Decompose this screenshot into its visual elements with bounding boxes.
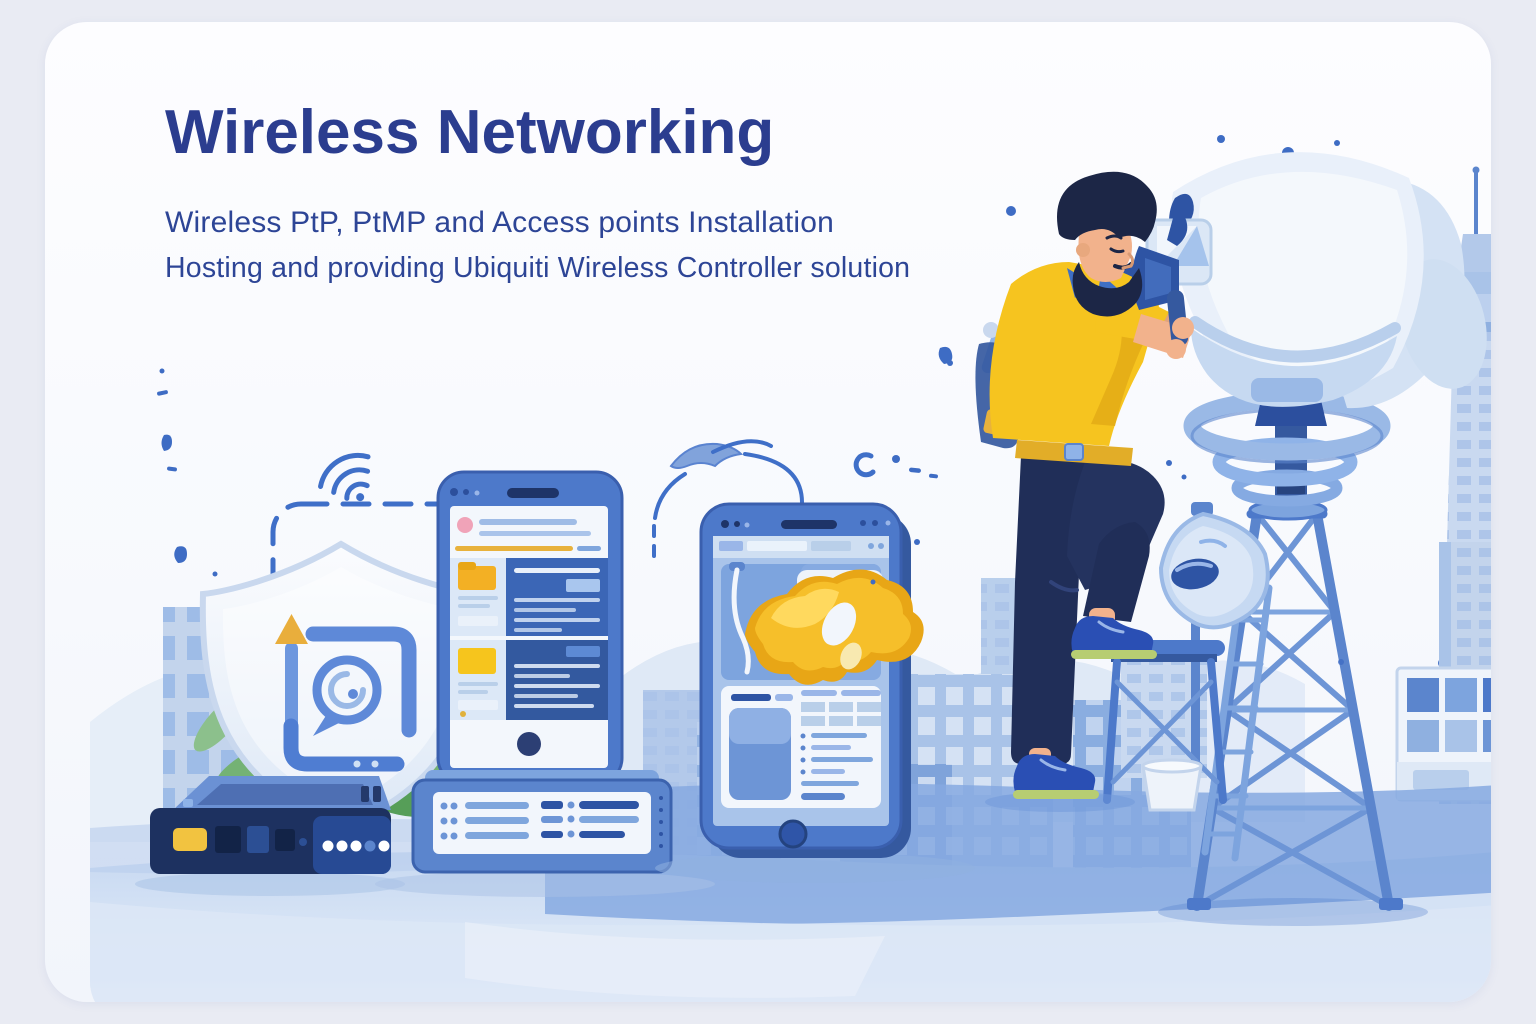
- small-dish-antenna: [1158, 502, 1270, 770]
- illustration: [90, 135, 1491, 1002]
- security-shield: [199, 540, 483, 832]
- phone-screen-row-2: [450, 640, 608, 720]
- subtitle-line-1: Wireless PtP, PtMP and Access points Ins…: [165, 206, 835, 239]
- phone-screen-header: [455, 517, 601, 551]
- bird-sketch-icon: [652, 439, 805, 564]
- router-device: [135, 776, 405, 896]
- technician-legs: [1011, 456, 1165, 764]
- hero-card: Wireless Networking Wireless PtP, PtMP a…: [45, 22, 1491, 1002]
- technician-head: [1057, 171, 1157, 317]
- low-building-right: [1395, 666, 1491, 802]
- glove-illustration: [745, 569, 924, 685]
- technician: [975, 171, 1194, 812]
- page-title: Wireless Networking: [165, 98, 775, 167]
- server-box: [411, 770, 673, 874]
- dish-antenna: [1117, 152, 1487, 409]
- confetti-front: [870, 360, 1344, 665]
- technician-hand-lower: [1166, 339, 1186, 359]
- bucket: [1141, 758, 1203, 812]
- tablet-lower-panel: [721, 686, 881, 808]
- hero-text-block: Wireless Networking Wireless PtP, PtMP a…: [165, 98, 910, 284]
- technician-hand-upper: [1172, 317, 1194, 339]
- technician-tool: [1132, 215, 1189, 346]
- phone-home-button: [517, 732, 541, 756]
- smartphone: [375, 470, 715, 897]
- tablet-home-button: [778, 819, 808, 849]
- technician-shoes: [1013, 616, 1157, 799]
- tablet: [655, 502, 975, 883]
- tablet-address-bar: [713, 536, 889, 558]
- wifi-signal-icon: [318, 452, 371, 502]
- shield-sync-lock-icon: [275, 614, 417, 772]
- ladder: [1201, 578, 1273, 862]
- subtitle-line-2: Hosting and providing Ubiquiti Wireless …: [165, 252, 911, 284]
- tablet-upper-panel: [721, 562, 924, 685]
- phone-screen-row-1: [450, 558, 608, 636]
